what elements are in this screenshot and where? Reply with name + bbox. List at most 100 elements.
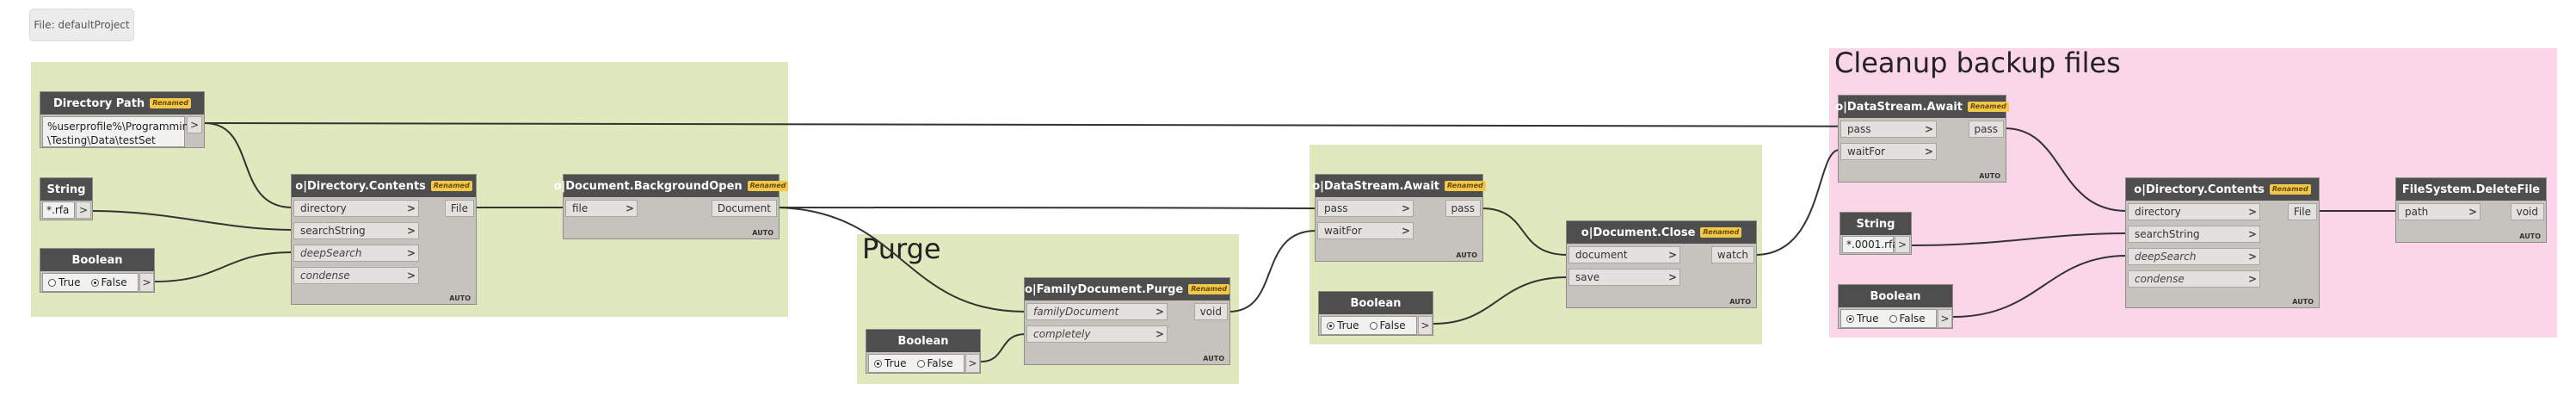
node-title: o|DataStream.Await [1312,179,1440,193]
renamed-badge: Renamed [1968,102,2009,112]
node-boolean-4[interactable]: Boolean True False > [1838,284,1953,329]
node-title: o|Document.BackgroundOpen [553,179,743,193]
node-title: Boolean [1870,289,1921,303]
output-port-arrow[interactable]: > [1938,309,1952,328]
renamed-badge: Renamed [747,181,789,191]
input-port-pass[interactable]: pass> [1317,200,1414,217]
node-datastream-await-1[interactable]: o|DataStream.Await Renamed pass> waitFor>… [1312,174,1486,262]
true-radio[interactable]: True [48,276,81,288]
boolean-toggle[interactable]: True False [868,354,964,373]
output-port-pass[interactable]: pass [1445,200,1481,217]
false-radio[interactable]: False [90,276,127,288]
file-button[interactable]: File: defaultProject [29,9,134,41]
output-port-file[interactable]: File [444,200,474,217]
node-boolean-1[interactable]: Boolean True False > [40,248,155,293]
node-title: o|DataStream.Await [1835,100,1963,114]
directory-path-line2: \Testing\Data\testSet [47,134,156,146]
false-radio[interactable]: False [1369,319,1406,331]
node-familydocument-purge[interactable]: o|FamilyDocument.Purge Renamed familyDocu… [1024,277,1230,365]
input-port-condense[interactable]: condense> [293,267,419,284]
node-title: FileSystem.DeleteFile [2401,183,2541,196]
node-title: o|Directory.Contents [295,179,426,193]
input-port-pass[interactable]: pass> [1840,121,1937,138]
group-cleanup-title: Cleanup backup files [1834,46,2121,79]
output-port-arrow[interactable]: > [76,201,91,219]
node-title: o|Document.Close [1581,226,1696,239]
output-port-arrow[interactable]: > [1418,316,1433,335]
wire-close-await2 [1754,149,1840,256]
input-port-condense[interactable]: condense> [2128,270,2260,288]
output-port-arrow[interactable]: > [1895,236,1910,253]
input-port-deepsearch[interactable]: deepSearch> [2128,248,2260,265]
output-port-arrow[interactable]: > [187,116,202,133]
boolean-toggle[interactable]: True False [1321,316,1417,335]
renamed-badge: Renamed [2269,184,2311,195]
input-port-path[interactable]: path> [2398,203,2480,220]
renamed-badge: Renamed [150,98,191,108]
node-boolean-3[interactable]: Boolean True False > [1318,291,1433,336]
group-purge-title: Purge [862,232,941,265]
auto-label: AUTO [1203,355,1224,362]
node-filesystem-deletefile[interactable]: FileSystem.DeleteFile path> void AUTO [2395,177,2547,243]
false-radio[interactable]: False [1889,313,1926,325]
output-port-arrow[interactable]: > [139,273,154,292]
node-title: o|Directory.Contents [2134,183,2265,196]
node-title: Boolean [1350,296,1402,310]
renamed-badge: Renamed [1188,284,1230,294]
input-port-directory[interactable]: directory> [293,200,419,217]
output-port-document[interactable]: Document [711,200,777,217]
node-directory-contents-2[interactable]: o|Directory.Contents Renamed directory> s… [2125,177,2320,308]
renamed-badge: Renamed [430,181,472,191]
input-port-file[interactable]: file> [565,200,638,217]
auto-label: AUTO [1456,251,1477,259]
node-string-rfa[interactable]: String *.rfa > [40,177,93,220]
boolean-toggle[interactable]: True False [42,273,139,292]
node-string-0001-rfa[interactable]: String *.0001.rfa > [1840,212,1912,255]
input-port-save[interactable]: save> [1568,269,1680,286]
node-datastream-await-2[interactable]: o|DataStream.Await Renamed pass> waitFor>… [1835,95,2009,183]
output-port-watch[interactable]: watch [1710,246,1754,263]
output-port-pass[interactable]: pass [1968,121,2004,138]
auto-label: AUTO [2519,232,2541,240]
directory-path-value[interactable]: %userprofile%\Programming \Testing\Data\… [42,116,195,147]
string-value[interactable]: *.rfa [42,201,75,219]
output-port-file[interactable]: File [2287,203,2317,220]
input-port-deepsearch[interactable]: deepSearch> [293,245,419,262]
true-radio[interactable]: True [1327,319,1359,331]
auto-label: AUTO [1729,298,1751,306]
renamed-badge: Renamed [1445,181,1486,191]
node-title: String [46,183,86,196]
true-radio[interactable]: True [874,357,907,369]
node-title: o|FamilyDocument.Purge [1024,282,1184,296]
node-directory-contents-1[interactable]: o|Directory.Contents Renamed directory> s… [291,174,477,305]
string-value[interactable]: *.0001.rfa [1842,236,1899,253]
false-radio[interactable]: False [916,357,953,369]
node-title: Directory Path [53,96,145,110]
input-port-searchstring[interactable]: searchString> [2128,226,2260,243]
node-directory-path[interactable]: Directory Path Renamed %userprofile%\Prog… [40,91,205,148]
input-port-directory[interactable]: directory> [2128,203,2260,220]
boolean-toggle[interactable]: True False [1840,309,1937,328]
input-port-searchstring[interactable]: searchString> [293,222,419,239]
auto-label: AUTO [2292,298,2314,306]
input-port-completely[interactable]: completely> [1026,325,1168,343]
input-port-document[interactable]: document> [1568,246,1680,263]
input-port-familydocument[interactable]: familyDocument> [1026,303,1168,320]
renamed-badge: Renamed [1700,227,1742,238]
output-port-arrow[interactable]: > [965,354,980,373]
true-radio[interactable]: True [1846,313,1879,325]
auto-label: AUTO [449,294,471,302]
node-boolean-2[interactable]: Boolean True False > [866,329,981,374]
node-title: String [1856,217,1895,231]
directory-path-line1: %userprofile%\Programming [47,121,195,133]
output-port-void[interactable]: void [2510,203,2544,220]
auto-label: AUTO [1979,172,2000,180]
input-port-waitfor[interactable]: waitFor> [1840,143,1937,160]
input-port-waitfor[interactable]: waitFor> [1317,222,1414,239]
node-title: Boolean [897,334,949,348]
node-document-backgroundopen[interactable]: o|Document.BackgroundOpen Renamed file> D… [554,174,789,239]
output-port-void[interactable]: void [1193,303,1228,320]
wire-purge-await1 [1228,230,1317,313]
node-title: Boolean [71,253,123,267]
